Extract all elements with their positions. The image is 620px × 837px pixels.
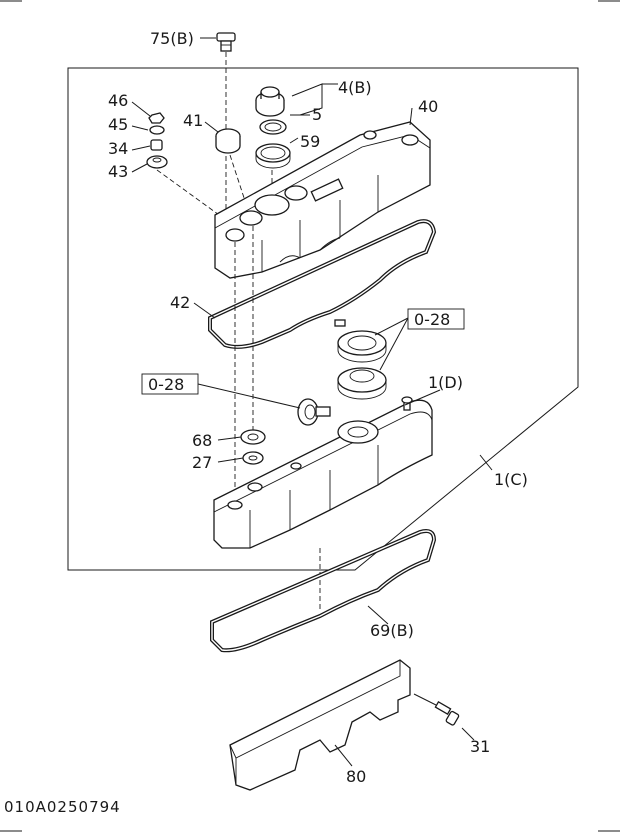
- callout-5: 5: [312, 105, 322, 124]
- callout-4b: 4(B): [338, 78, 372, 97]
- callout-1c: 1(C): [494, 470, 528, 489]
- leader-028-top-b: [379, 317, 409, 371]
- o-ring-5[interactable]: [259, 119, 287, 135]
- callout-028-top: 0-28: [407, 308, 465, 330]
- grommet-43[interactable]: [146, 155, 168, 169]
- callout-43: 43: [108, 162, 128, 181]
- o-ring-icon: [149, 125, 165, 135]
- bolt-75b[interactable]: [216, 32, 236, 52]
- callout-box: [141, 373, 199, 395]
- bolt-icon: [148, 112, 165, 124]
- callout-box: [407, 308, 465, 330]
- callout-41: 41: [183, 111, 203, 130]
- callout-31: 31: [470, 737, 490, 756]
- callout-40: 40: [418, 97, 438, 116]
- leader-45: [131, 125, 149, 131]
- cylinder-head-cover-icon: [213, 396, 433, 549]
- leader-43: [131, 163, 148, 173]
- assembly-boundary-frame: [67, 67, 579, 571]
- cylinder-head-cover-40[interactable]: [214, 121, 431, 279]
- callout-1d: 1(D): [428, 373, 463, 392]
- leader-1d: [404, 389, 441, 406]
- bolt-icon: [150, 139, 163, 151]
- leader-69b: [367, 605, 389, 625]
- gasket-69b[interactable]: [210, 529, 437, 653]
- leader-42: [193, 302, 216, 319]
- leader-41: [204, 121, 219, 133]
- o-ring-icon: [240, 429, 266, 445]
- leader-40: [409, 107, 413, 126]
- bolt-icon: [434, 701, 460, 726]
- callout-028-left-text: 0-28: [148, 375, 184, 394]
- o-ring-icon: [242, 451, 264, 465]
- leader-31: [461, 727, 475, 741]
- pcv-valve-icon: [334, 319, 387, 363]
- oil-filler-cap-icon: [255, 86, 285, 117]
- leader-46: [131, 101, 151, 117]
- gasket-icon: [208, 219, 437, 349]
- pcv-valve-body[interactable]: [297, 398, 331, 426]
- cylinder-head-cover-icon: [214, 121, 431, 279]
- bolt-icon: [216, 32, 236, 52]
- leader-028-left: [197, 383, 301, 409]
- leader-1c: [479, 454, 493, 471]
- callout-69b: 69(B): [370, 621, 414, 640]
- callout-75b: 75(B): [150, 29, 194, 48]
- washer-45[interactable]: [149, 125, 165, 135]
- seal-59[interactable]: [255, 143, 291, 169]
- leader-27: [217, 457, 244, 463]
- leader-34: [131, 145, 151, 151]
- pcv-valve-icon: [297, 398, 331, 426]
- grommet-41[interactable]: [215, 128, 241, 154]
- washer-68[interactable]: [240, 429, 266, 445]
- washer-27[interactable]: [242, 451, 264, 465]
- oil-filler-cap-4b[interactable]: [255, 86, 285, 117]
- pcv-diaphragm-lower[interactable]: [337, 367, 387, 400]
- gasket-42[interactable]: [208, 219, 437, 349]
- gasket-icon: [210, 529, 437, 653]
- callout-59: 59: [300, 132, 320, 151]
- callout-46: 46: [108, 91, 128, 110]
- o-ring-icon: [259, 119, 287, 135]
- drawing-code: 010A0250794: [4, 798, 121, 816]
- callout-42: 42: [170, 293, 190, 312]
- callout-028-left: 0-28: [141, 373, 199, 395]
- callout-68: 68: [192, 431, 212, 450]
- callout-27: 27: [192, 453, 212, 472]
- leader-31-bolt: [413, 693, 437, 706]
- nut-46[interactable]: [148, 112, 165, 124]
- callout-80: 80: [346, 767, 366, 786]
- leader-80: [334, 744, 353, 767]
- leader-028-top-a: [374, 317, 409, 336]
- o-ring-icon: [215, 128, 241, 154]
- callout-34: 34: [108, 139, 128, 158]
- cylinder-head-cover-1d[interactable]: [213, 396, 433, 549]
- bracket-80[interactable]: [229, 659, 411, 791]
- bracket-icon: [229, 659, 411, 791]
- o-ring-icon: [255, 143, 291, 169]
- leader-59: [289, 137, 299, 144]
- leader-4b: [291, 83, 323, 116]
- leader-68: [217, 436, 242, 441]
- pcv-valve-icon: [337, 367, 387, 400]
- callout-45: 45: [108, 115, 128, 134]
- collar-34[interactable]: [150, 139, 163, 151]
- callout-028-top-text: 0-28: [414, 310, 450, 329]
- o-ring-icon: [146, 155, 168, 169]
- bolt-31[interactable]: [434, 701, 460, 726]
- pcv-diaphragm-upper[interactable]: [334, 319, 387, 363]
